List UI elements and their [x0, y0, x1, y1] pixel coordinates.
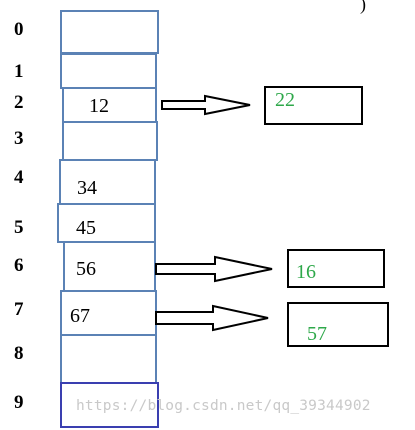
arrow-right-icon: [161, 94, 251, 116]
cell-value: 67: [70, 305, 90, 327]
cell-value: 12: [89, 95, 109, 117]
chain-node: [264, 86, 363, 125]
cell-value: 34: [77, 177, 97, 199]
arrow-right-icon: [155, 255, 273, 283]
index-label: 9: [14, 392, 24, 413]
table-cell: [60, 382, 159, 428]
table-cell: [60, 10, 159, 54]
index-label: 4: [14, 167, 24, 188]
table-cell: [57, 203, 156, 243]
index-label: 3: [14, 128, 24, 149]
chain-node-value: 57: [307, 323, 327, 345]
cell-value: 56: [76, 258, 96, 280]
chain-node-value: 22: [275, 89, 295, 111]
index-label: 5: [14, 217, 24, 238]
chain-node: [287, 302, 389, 347]
cell-value: 45: [76, 217, 96, 239]
arrow-right-icon: [155, 304, 269, 332]
index-label: 8: [14, 343, 24, 364]
watermark-text: https://blog.csdn.net/qq_39344902: [76, 398, 371, 414]
index-label: 6: [14, 255, 24, 276]
chain-node: [287, 249, 385, 288]
index-label: 2: [14, 92, 24, 113]
index-label: 7: [14, 299, 24, 320]
corner-mark: ): [360, 0, 366, 14]
index-label: 1: [14, 61, 24, 82]
index-label: 0: [14, 19, 24, 40]
chain-node-value: 16: [296, 261, 316, 283]
